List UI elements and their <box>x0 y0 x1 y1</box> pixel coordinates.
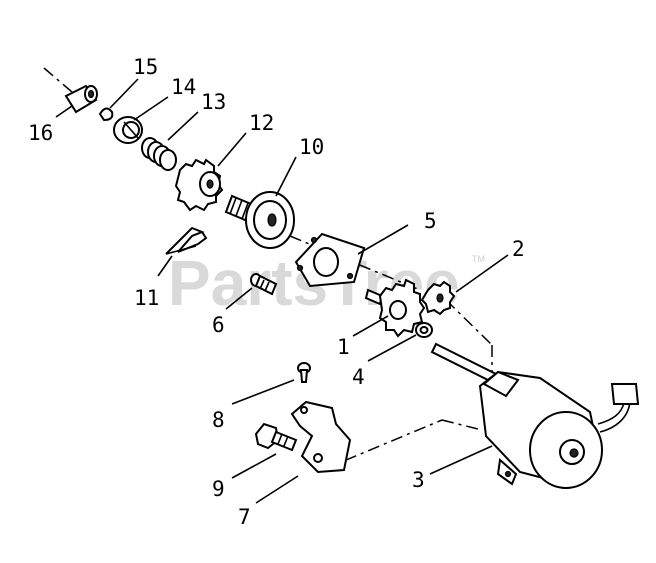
callout-14[interactable]: 14 <box>171 75 196 99</box>
callout-12[interactable]: 12 <box>249 111 274 135</box>
motor-shaft <box>430 342 498 384</box>
callout-15[interactable]: 15 <box>133 55 158 79</box>
callout-13[interactable]: 13 <box>201 90 226 114</box>
callout-4[interactable]: 4 <box>352 365 365 389</box>
callout-3[interactable]: 3 <box>412 468 425 492</box>
part-9-hex-bolt[interactable] <box>254 422 298 452</box>
part-2-small-pinion[interactable] <box>420 280 456 316</box>
callout-10[interactable]: 10 <box>299 135 324 159</box>
callout-labels: 15 14 13 12 10 16 11 6 5 2 1 4 8 9 7 3 <box>28 55 525 529</box>
part-4-washer[interactable] <box>415 322 433 338</box>
callout-8[interactable]: 8 <box>212 408 225 432</box>
callout-6[interactable]: 6 <box>212 313 225 337</box>
part-3-starter-motor[interactable] <box>478 370 640 489</box>
part-1-gear[interactable] <box>364 278 426 338</box>
part-11-clip[interactable] <box>165 226 208 255</box>
watermark-trademark: TM <box>472 254 485 264</box>
callout-9[interactable]: 9 <box>212 477 225 501</box>
callout-7[interactable]: 7 <box>238 505 251 529</box>
callout-5[interactable]: 5 <box>424 209 437 233</box>
part-14-spring-cup[interactable] <box>113 116 143 144</box>
callout-16[interactable]: 16 <box>28 121 53 145</box>
callout-1[interactable]: 1 <box>337 335 350 359</box>
part-8-bolt[interactable] <box>297 362 311 383</box>
part-7-bracket[interactable] <box>290 400 352 474</box>
part-15-retaining-ring[interactable] <box>98 107 114 122</box>
part-12-pinion-gear[interactable] <box>174 158 224 212</box>
leader-lines <box>55 78 509 504</box>
part-5-mounting-plate[interactable] <box>294 232 366 288</box>
callout-11[interactable]: 11 <box>134 286 159 310</box>
part-16-sleeve[interactable] <box>64 84 98 114</box>
part-10-drive-washer[interactable] <box>245 191 295 249</box>
callout-2[interactable]: 2 <box>512 237 525 261</box>
part-6-screw[interactable] <box>250 273 278 296</box>
assembly-axis-lines <box>43 67 493 471</box>
part-13-spring[interactable] <box>141 137 177 171</box>
